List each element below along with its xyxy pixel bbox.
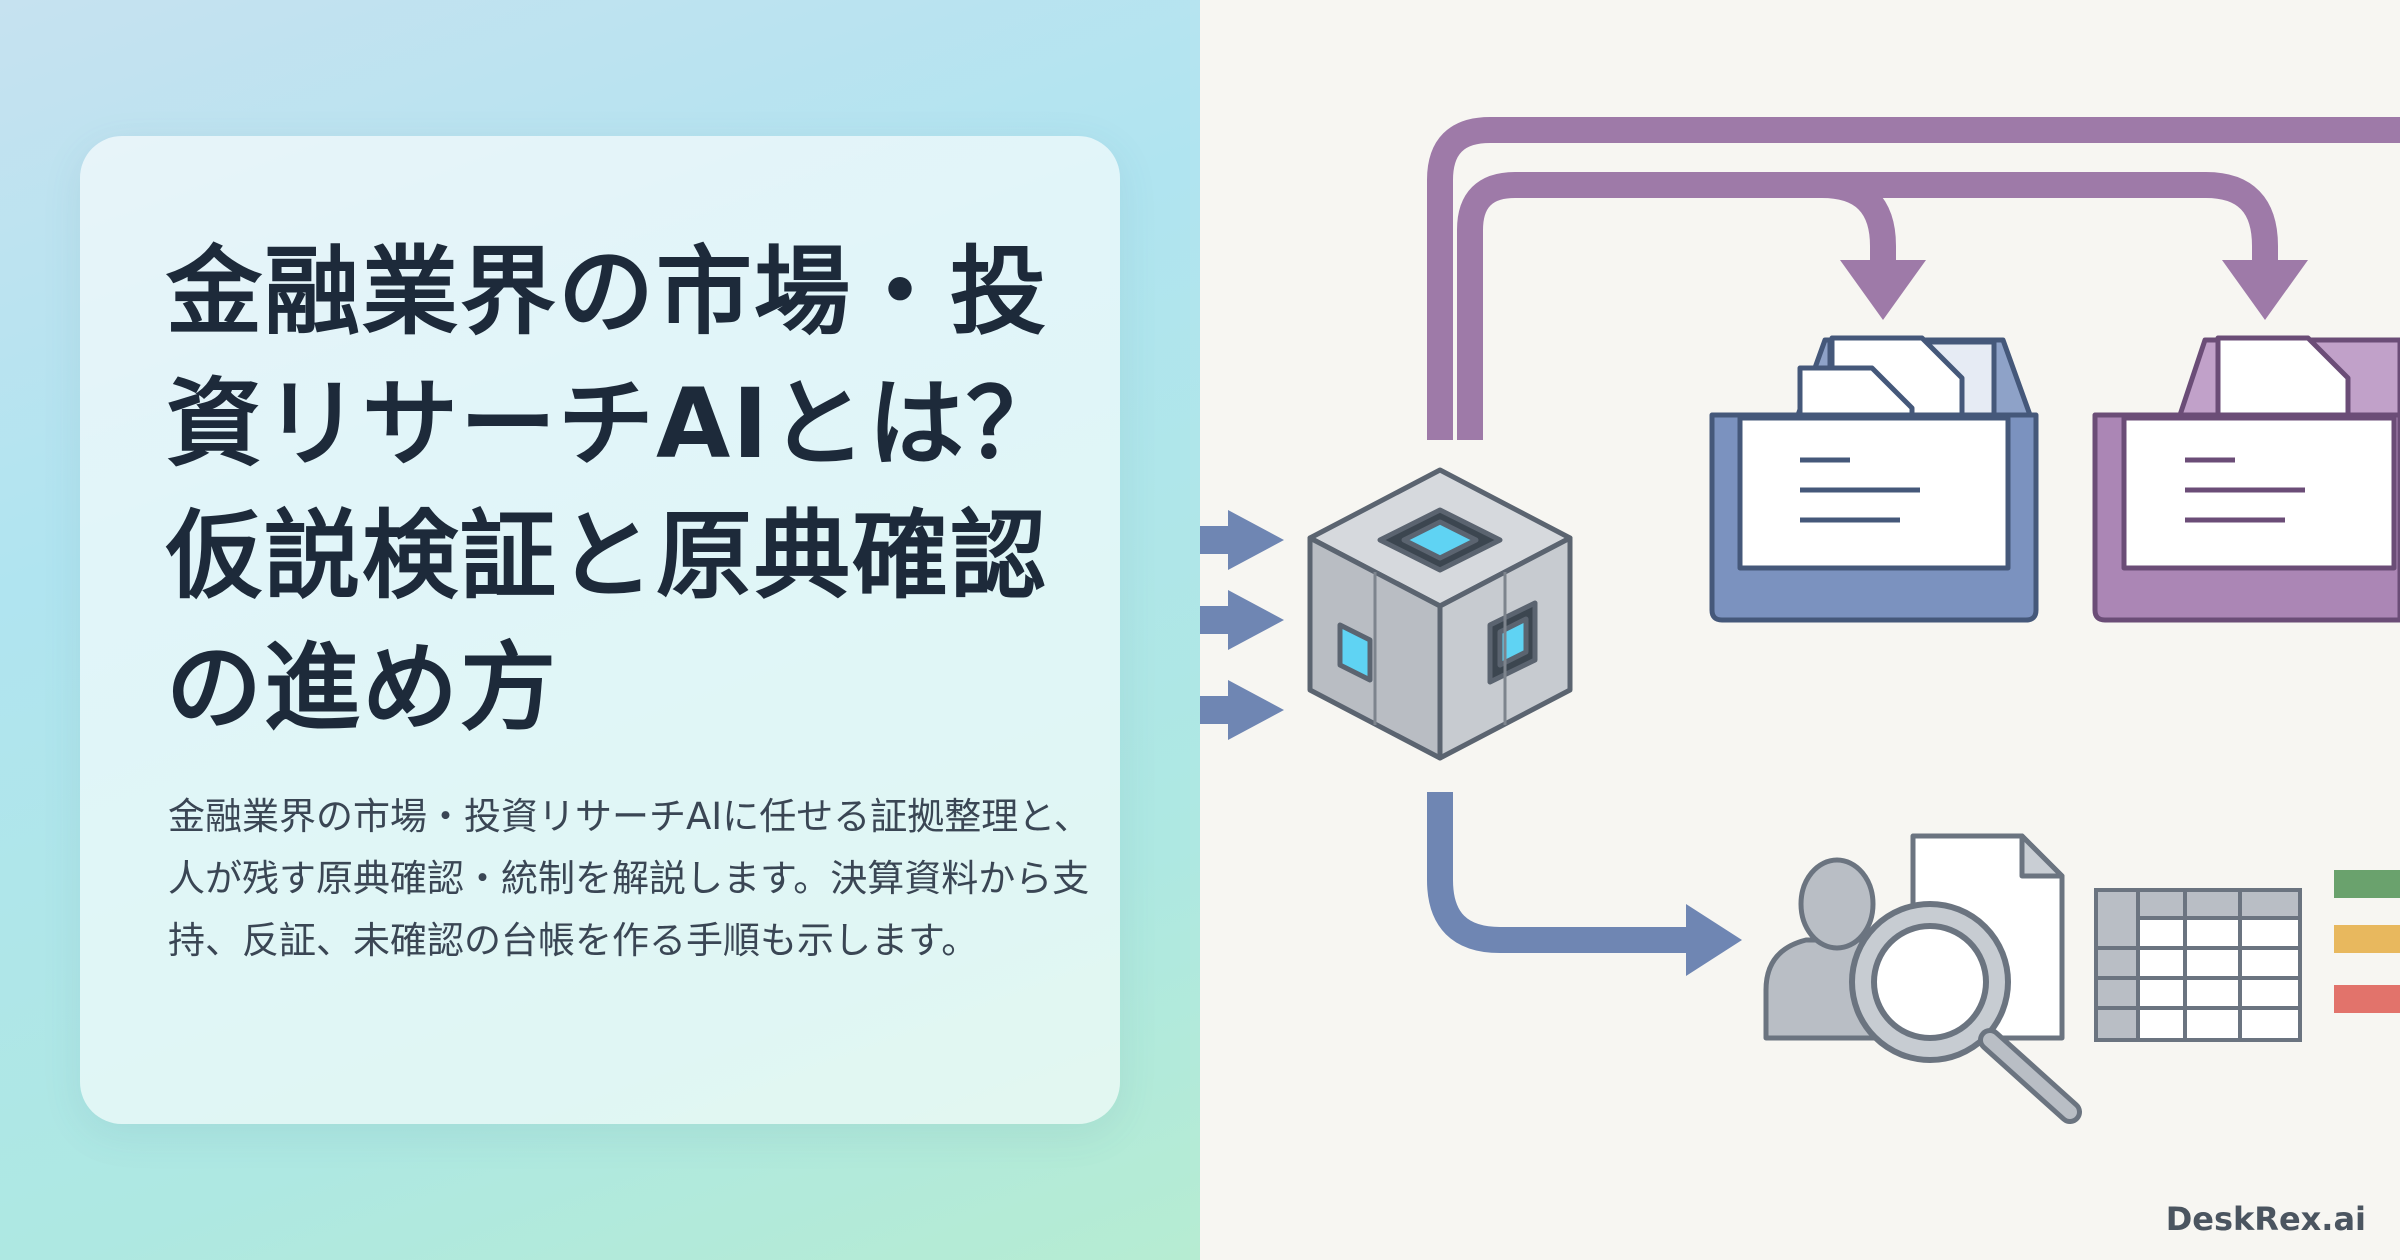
left-panel: 金融業界の市場・投資リサーチAIとは？仮説検証と原典確認の進め方 金融業界の市場…: [0, 0, 1200, 1260]
document-tray-icon: [1709, 335, 2039, 623]
brand-wordmark: DeskRex.ai: [2165, 1200, 2366, 1238]
status-refuted-bar: [2334, 925, 2400, 953]
ledger-table-icon: [2094, 888, 2302, 1042]
arrow-down-icon: [2222, 260, 2308, 320]
ai-cube-icon: [1307, 467, 1573, 761]
arrow-down-icon: [1840, 260, 1926, 320]
magnifier-icon: [1849, 901, 2082, 1124]
document-tray-icon: [2092, 335, 2400, 623]
input-arrow-icon: [1200, 510, 1284, 740]
purple-flow-lines: [1427, 117, 2400, 440]
blue-flow-line: [1427, 792, 1700, 953]
title-card: 金融業界の市場・投資リサーチAIとは？仮説検証と原典確認の進め方 金融業界の市場…: [80, 136, 1120, 1124]
workflow-illustration: [1200, 117, 2400, 1124]
article-description: 金融業界の市場・投資リサーチAIに任せる証拠整理と、人が残す原典確認・統制を解説…: [168, 795, 1091, 962]
status-supported-bar: [2334, 870, 2400, 898]
status-unconfirmed-bar: [2334, 985, 2400, 1013]
arrow-right-icon: [1686, 904, 1742, 976]
article-title: 金融業界の市場・投資リサーチAIとは？仮説検証と原典確認の進め方: [166, 236, 1065, 744]
